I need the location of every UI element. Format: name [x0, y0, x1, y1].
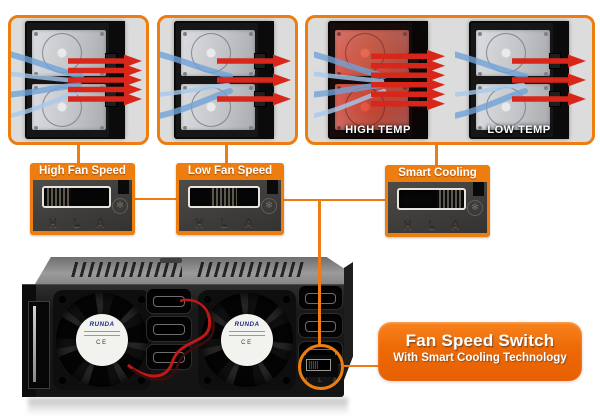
airflow-bay-low-speed [160, 19, 295, 141]
high-temp-label: HIGH TEMP [345, 124, 411, 136]
connector-line [318, 199, 321, 346]
switch-slot [41, 186, 112, 208]
airflow-bay-low-temp: LOW TEMP [446, 19, 590, 141]
switch-notch [267, 180, 278, 194]
top-notch [160, 258, 182, 263]
label-text-line [229, 331, 265, 332]
connector-line [344, 365, 378, 367]
airflow-bay-high-speed [11, 19, 146, 141]
smart-cooling-label: Smart Cooling [398, 167, 477, 179]
airflow-bay-high-temp: HIGH TEMP [308, 19, 449, 141]
cage-backplane [549, 21, 569, 139]
fan-screws [59, 296, 66, 303]
enclosure-right-edge [344, 262, 353, 380]
hard-drive [32, 30, 106, 76]
drive-cage [174, 21, 274, 139]
hard-drive [181, 84, 255, 130]
high-fan-speed-label: High Fan Speed [39, 165, 126, 177]
switch-highlight-circle [298, 344, 344, 390]
switch-slot [396, 188, 467, 210]
hard-drive [32, 84, 106, 130]
hard-drive [476, 30, 550, 76]
connector-line [284, 199, 385, 201]
cooling-fan-right: RUNDA CE [198, 290, 296, 390]
label-text-line [84, 335, 120, 336]
callout-title: Fan Speed Switch [405, 331, 555, 350]
switch-notch [473, 182, 484, 196]
drive-cage [469, 21, 569, 139]
connector-line [77, 145, 80, 164]
floor-reflection [28, 398, 348, 418]
cooling-fan-left: RUNDA CE [53, 290, 151, 390]
sata-port [146, 288, 192, 314]
fan-speed-switch-callout: Fan Speed Switch With Smart Cooling Tech… [378, 322, 582, 381]
fan-emboss-icon: ✻ [261, 198, 277, 214]
top-vents-right [196, 262, 304, 277]
enclosure-rear-face: RUNDA CE RUNDA CE [22, 284, 344, 397]
cage-backplane [254, 21, 274, 139]
switch-knob-l-position [210, 188, 238, 206]
connector-line [135, 198, 176, 200]
panel-low-fan-speed [157, 15, 298, 145]
sata-port [146, 316, 192, 342]
switch-knob-a-position [437, 190, 464, 208]
low-temp-label: LOW TEMP [487, 124, 551, 136]
hard-drive [181, 30, 255, 76]
connector-line [435, 145, 438, 166]
label-text-line [229, 335, 265, 336]
cage-backplane [105, 21, 125, 139]
edge-connector [28, 301, 50, 389]
switch-notch [118, 180, 129, 194]
fan-hub-label: RUNDA CE [221, 314, 273, 366]
switch-slot [188, 186, 260, 208]
fan-screws [204, 296, 211, 303]
panel-high-fan-speed [8, 15, 149, 145]
low-fan-speed-label: Low Fan Speed [187, 165, 273, 177]
fan-hub-label: RUNDA CE [76, 314, 128, 366]
connector-line [225, 145, 228, 164]
fan-wires [127, 298, 215, 381]
callout-subtitle: With Smart Cooling Technology [393, 352, 567, 364]
drive-cage [25, 21, 125, 139]
fan-emboss-icon: ✻ [467, 200, 483, 216]
high-temp-red-glow [328, 21, 428, 139]
label-text-line [84, 331, 120, 332]
panel-smart-cooling: HIGH TEMP LOW TEMP [305, 15, 595, 145]
fan-emboss-icon: ✻ [112, 198, 128, 214]
switch-knob-h-position [44, 188, 72, 206]
top-vents-left [70, 262, 182, 277]
